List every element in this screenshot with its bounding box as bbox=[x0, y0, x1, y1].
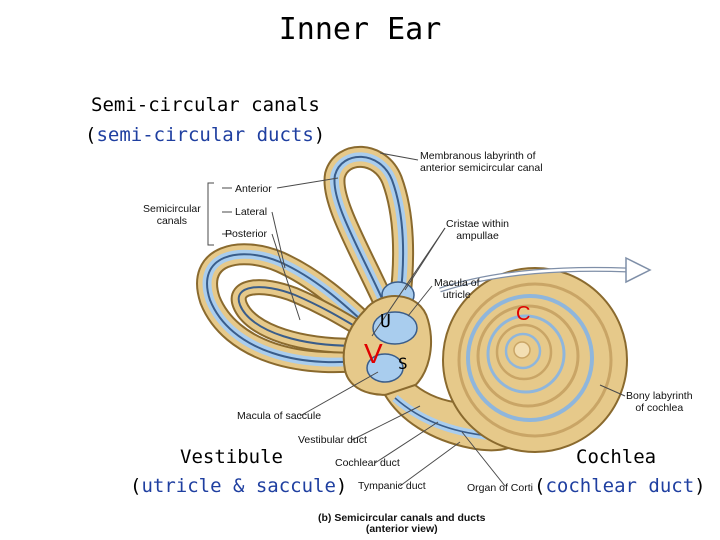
leader-lines bbox=[207, 152, 626, 487]
cochlea-caption: Cochlea bbox=[576, 446, 657, 468]
cochlear-duct-term: cochlear duct bbox=[545, 475, 695, 497]
figure-caption: (b) Semicircular canals and ducts(anteri… bbox=[318, 512, 486, 535]
label-tympanic-duct: Tympanic duct bbox=[358, 480, 426, 492]
semicircular-subcaption: (semi-circular ducts) bbox=[85, 124, 326, 146]
utricle bbox=[372, 311, 418, 345]
cochlea-marker: C bbox=[516, 303, 531, 325]
cochlea-subcaption: (cochlear duct) bbox=[534, 475, 706, 497]
page-title: Inner Ear bbox=[278, 12, 442, 47]
label-cochlear-duct: Cochlear duct bbox=[335, 457, 400, 469]
vestibule-marker: V bbox=[364, 338, 383, 369]
label-vestibular-duct: Vestibular duct bbox=[298, 434, 367, 446]
semicircular-canals bbox=[196, 145, 415, 374]
label-lateral: Lateral bbox=[235, 206, 268, 218]
label-anterior: Anterior bbox=[235, 183, 272, 195]
label-posterior: Posterior bbox=[225, 228, 268, 240]
saccule-marker: S bbox=[398, 354, 408, 373]
semicircular-caption: Semi-circular canals bbox=[91, 94, 320, 116]
utricle-marker: U bbox=[380, 311, 391, 332]
saccule bbox=[366, 353, 404, 383]
vestibule-subcaption: (utricle & saccule) bbox=[130, 475, 348, 497]
cochlea-spiral bbox=[442, 267, 628, 453]
arrow-icon bbox=[439, 256, 652, 293]
semicircular-ducts-term: semi-circular ducts bbox=[96, 124, 314, 146]
vestibule bbox=[342, 295, 432, 396]
utricle-saccule-term: utricle & saccule bbox=[141, 475, 336, 497]
vestibule-caption: Vestibule bbox=[180, 446, 283, 468]
label-organ-of-corti: Organ of Corti bbox=[467, 482, 533, 494]
label-macula-saccule: Macula of saccule bbox=[237, 410, 322, 422]
